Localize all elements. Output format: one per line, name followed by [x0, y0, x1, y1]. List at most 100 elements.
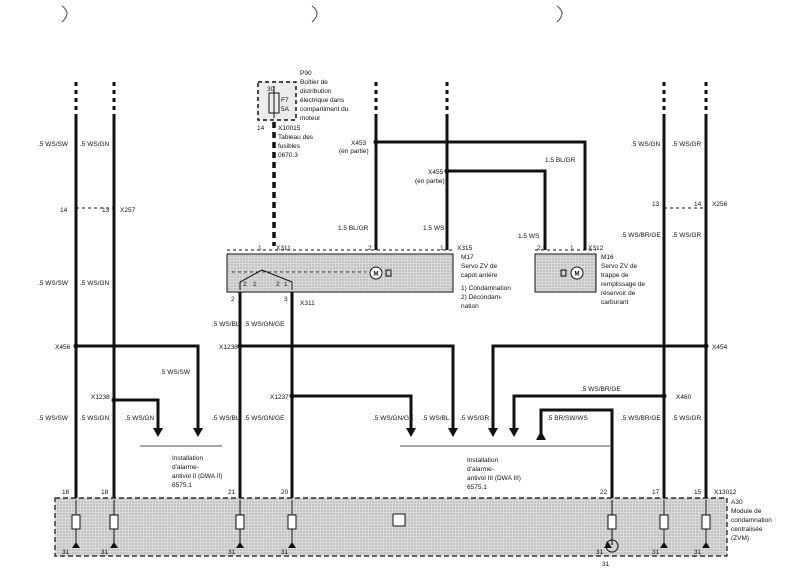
wire-label: .5 WS/BL [212, 415, 240, 422]
ground-label: 31 [281, 549, 289, 556]
pin-label: 13 [102, 207, 110, 214]
m17-id: M17 [461, 254, 474, 261]
wire-label: .5 WS/BL [422, 415, 450, 422]
pin-label: 13 [652, 201, 660, 208]
wire-label: .5 WS/GR [672, 415, 702, 422]
pin-label: 21 [228, 489, 236, 496]
actuator-icon [560, 269, 567, 277]
actuator-icon [385, 269, 392, 277]
wire-label: .5 WS/BR/GE [621, 232, 661, 239]
ground-label: 31 [228, 549, 236, 556]
m17-switch [239, 269, 293, 290]
p90-fuse-box [257, 81, 297, 121]
binder-arc-right [556, 5, 563, 23]
motor-icon [369, 266, 383, 280]
junction-dot [444, 168, 450, 174]
alarm-right-4: 6575.1 [467, 484, 487, 491]
pin-label: 14 [694, 201, 702, 208]
connector-label: X453 [351, 140, 367, 147]
connector-label: X1238 [91, 394, 110, 401]
m17-switch-pin: 1 [253, 281, 257, 288]
m17-pin: 3 [284, 296, 288, 303]
wire-label: .5 BR/SW/WS [547, 415, 588, 422]
m17-servo-box [226, 253, 454, 293]
m17-item-1: 1) Condamnation [461, 285, 511, 292]
wire-label: .5 WS/SW [38, 415, 69, 422]
p90-pin-bottom: 14 [257, 125, 265, 132]
alarm-right-3: antivol III (DWA III) [467, 475, 521, 482]
p90-note-3: 0670.3 [278, 152, 298, 159]
wire-label: .5 WS/GN [125, 415, 155, 422]
wire-label: .5 WS/GR [672, 232, 702, 239]
connector-note: (en partie) [339, 148, 369, 155]
alarm-left-4: 6575.1 [172, 482, 192, 489]
junction-dot [661, 393, 667, 399]
alarm-right-2: d'alarme- [467, 466, 494, 473]
m17-bot-conn: X311 [300, 300, 315, 307]
m17-pin: 1 [258, 245, 262, 252]
a30-desc-2: condamnation [731, 517, 772, 524]
m17-item-2: 2) Décondam- [461, 294, 502, 301]
arrow-down-icon [193, 428, 203, 437]
alarm-left-3: antivol II (DWA II) [172, 473, 222, 480]
pin-label: 17 [652, 489, 660, 496]
wire-label: .5 WS/SW [38, 280, 69, 287]
m16-pin: 1 [570, 245, 574, 252]
m17-pin: 2 [368, 245, 372, 252]
connector-label: X1238 [219, 344, 238, 351]
connector-label: X454 [712, 344, 728, 351]
wire-label: 1.5 WS [518, 233, 540, 240]
wire-label: .5 WS/GN [80, 415, 110, 422]
a30-desc-3: centralisée [731, 526, 763, 533]
svg-text:M: M [374, 272, 379, 278]
alarm-left-1: Installation [172, 455, 203, 462]
pin-label: 22 [600, 489, 608, 496]
wire-label: .5 WS/BR/GE [581, 386, 621, 393]
wire-label: 1.5 WS [423, 225, 445, 232]
m16-id: M16 [601, 254, 614, 261]
pin-label: 20 [281, 489, 289, 496]
wire-label: .5 WS/GR [460, 415, 490, 422]
wire-label: .5 WS/GN [631, 141, 661, 148]
ground-label: 31 [101, 549, 109, 556]
m16-desc-4: réservoir de [601, 290, 636, 297]
m16-desc-2: trappe de [601, 272, 629, 279]
m17-switch-pin: 2 [276, 281, 280, 288]
junction-dot [73, 343, 79, 349]
connector-label: X256 [712, 201, 728, 208]
arrow-down-icon [153, 428, 163, 437]
arrow-down-icon [406, 428, 416, 437]
m17-desc-2: capot arrière [461, 272, 498, 279]
connector-label: X257 [120, 207, 136, 214]
pin-label: 16 [62, 489, 70, 496]
m16-desc-3: remplissage de [601, 281, 645, 288]
wire-label: .5 WS/GN/GE [244, 415, 285, 422]
pin-label: 15 [694, 489, 702, 496]
p90-desc-3: électrique dans [300, 97, 345, 104]
arrow-down-icon [448, 428, 458, 437]
p90-connector: X10015 [278, 125, 301, 132]
p90-desc-5: moteur [300, 115, 321, 122]
processor-icon [392, 513, 406, 527]
m17-desc-1: Servo ZV de [461, 263, 498, 270]
p90-note-2: fusibles [278, 143, 301, 150]
arrow-down-icon [488, 428, 498, 437]
p90-desc-1: Boîtier de [300, 79, 328, 86]
ground-label: 31 [652, 549, 660, 556]
wire-label: .5 WS/SW [160, 369, 191, 376]
ground-label: 31 [596, 549, 604, 556]
p90-desc-4: compartiment du [300, 106, 349, 113]
right-wires [140, 82, 708, 500]
wire-label: .5 WS/BL [212, 321, 240, 328]
p90-note-1: Tableau des [278, 134, 314, 141]
m16-desc-1: Servo ZV de [601, 263, 638, 270]
wire-label: .5 WS/SW [38, 141, 69, 148]
binder-arc-mid [311, 5, 318, 23]
junction-dot [289, 393, 295, 399]
wire-label: .5 WS/GN/GE [373, 415, 414, 422]
m16-desc-5: carburant [601, 299, 629, 306]
m17-item-3: nation [461, 303, 479, 310]
wire-label: .5 WS/GN/GE [244, 321, 285, 328]
m17-switch-pin: 1 [284, 281, 288, 288]
wire-label: 1.5 BL/GR [338, 225, 369, 232]
